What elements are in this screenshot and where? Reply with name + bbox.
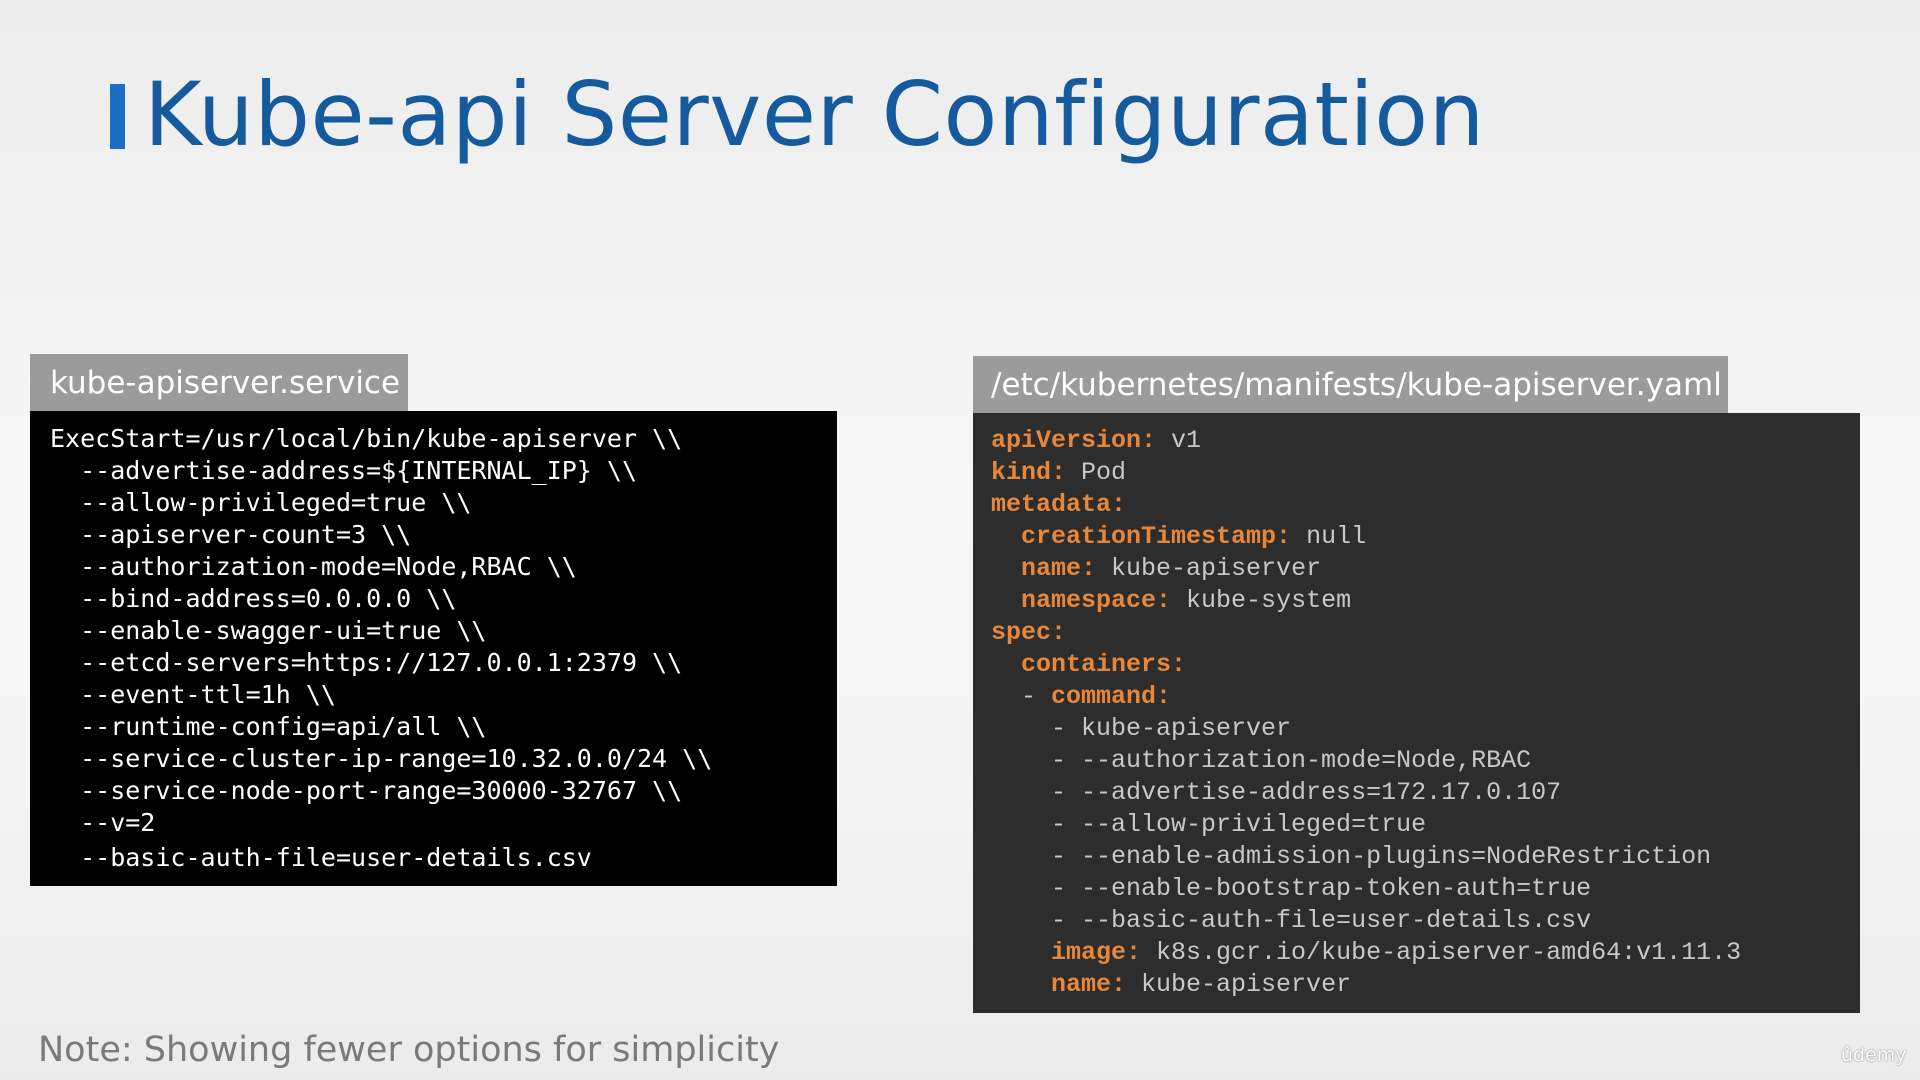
yaml-value: kube-apiserver xyxy=(1126,970,1352,999)
yaml-indent xyxy=(991,810,1051,839)
note-text: Note: Showing fewer options for simplici… xyxy=(38,1030,780,1070)
yaml-code-line: namespace: kube-system xyxy=(991,585,1860,617)
yaml-value: v1 xyxy=(1156,426,1202,455)
yaml-key: kind: xyxy=(991,458,1067,487)
yaml-code-line: apiVersion: v1 xyxy=(991,425,1860,457)
yaml-key: name: xyxy=(1021,554,1097,583)
code-block-service-file: ExecStart=/usr/local/bin/kube-apiserver … xyxy=(30,411,837,886)
service-code-line: --advertise-address=${INTERNAL_IP} \\ xyxy=(50,456,637,485)
yaml-code-line: - --basic-auth-file=user-details.csv xyxy=(991,905,1860,937)
yaml-key: creationTimestamp: xyxy=(1021,522,1292,551)
yaml-code-line: image: k8s.gcr.io/kube-apiserver-amd64:v… xyxy=(991,937,1860,969)
yaml-indent: - xyxy=(991,682,1052,711)
yaml-key: namespace: xyxy=(1021,586,1172,615)
service-code-line: --etcd-servers=https://127.0.0.1:2379 \\ xyxy=(50,648,683,677)
yaml-code-line: - --enable-admission-plugins=NodeRestric… xyxy=(991,841,1860,873)
yaml-key: name: xyxy=(1051,970,1127,999)
tab-kube-apiserver-service: kube-apiserver.service xyxy=(30,354,408,412)
yaml-value: - kube-apiserver xyxy=(1051,714,1292,743)
service-code-line: ExecStart=/usr/local/bin/kube-apiserver … xyxy=(50,424,683,453)
yaml-code-line: name: kube-apiserver xyxy=(991,969,1860,1001)
yaml-key: metadata: xyxy=(991,490,1127,519)
yaml-code-line: - --advertise-address=172.17.0.107 xyxy=(991,777,1860,809)
yaml-code-line: name: kube-apiserver xyxy=(991,553,1860,585)
service-code-line: --event-ttl=1h \\ xyxy=(50,680,336,709)
yaml-code-line: - --allow-privileged=true xyxy=(991,809,1860,841)
service-code-line: --bind-address=0.0.0.0 \\ xyxy=(50,584,457,613)
yaml-indent xyxy=(991,906,1051,935)
service-code-line: --v=2 xyxy=(50,808,156,837)
yaml-indent xyxy=(991,586,1021,615)
service-code-line: --service-node-port-range=30000-32767 \\ xyxy=(50,776,683,805)
udemy-watermark: ûdemy xyxy=(1841,1044,1907,1066)
yaml-value: k8s.gcr.io/kube-apiserver-amd64:v1.11.3 xyxy=(1141,938,1742,967)
yaml-code-line: - command: xyxy=(991,681,1860,713)
yaml-indent xyxy=(991,714,1051,743)
yaml-code-line: spec: xyxy=(991,617,1860,649)
service-code-line: --runtime-config=api/all \\ xyxy=(50,712,487,741)
yaml-indent xyxy=(991,522,1021,551)
yaml-key: containers: xyxy=(1021,650,1187,679)
yaml-code-line: containers: xyxy=(991,649,1860,681)
yaml-code-line: creationTimestamp: null xyxy=(991,521,1860,553)
yaml-value: - --enable-bootstrap-token-auth=true xyxy=(1051,874,1592,903)
yaml-indent xyxy=(991,746,1051,775)
yaml-code-line: metadata: xyxy=(991,489,1860,521)
yaml-indent xyxy=(991,842,1051,871)
yaml-code-line: kind: Pod xyxy=(991,457,1860,489)
yaml-key: command: xyxy=(1051,682,1172,711)
yaml-value: Pod xyxy=(1066,458,1127,487)
service-code-line: --apiserver-count=3 \\ xyxy=(50,520,412,549)
yaml-value: kube-system xyxy=(1171,586,1352,615)
service-code-line: --basic-auth-file=user-details.csv xyxy=(50,843,592,872)
yaml-code-line: - kube-apiserver xyxy=(991,713,1860,745)
yaml-value: - --advertise-address=172.17.0.107 xyxy=(1051,778,1562,807)
yaml-value: - --enable-admission-plugins=NodeRestric… xyxy=(1051,842,1712,871)
yaml-code-line: - --enable-bootstrap-token-auth=true xyxy=(991,873,1860,905)
yaml-key: apiVersion: xyxy=(991,426,1157,455)
yaml-value: - --authorization-mode=Node,RBAC xyxy=(1051,746,1532,775)
yaml-value: null xyxy=(1291,522,1367,551)
service-code-line: --authorization-mode=Node,RBAC \\ xyxy=(50,552,577,581)
yaml-key: image: xyxy=(1051,938,1142,967)
yaml-value: - --basic-auth-file=user-details.csv xyxy=(1051,906,1592,935)
service-code-line: --allow-privileged=true \\ xyxy=(50,488,472,517)
service-code-line: --service-cluster-ip-range=10.32.0.0/24 … xyxy=(50,744,713,773)
yaml-code-line: - --authorization-mode=Node,RBAC xyxy=(991,745,1860,777)
yaml-value: kube-apiserver xyxy=(1096,554,1322,583)
yaml-key: spec: xyxy=(991,618,1067,647)
yaml-value: - --allow-privileged=true xyxy=(1051,810,1427,839)
tab-kube-apiserver-yaml: /etc/kubernetes/manifests/kube-apiserver… xyxy=(973,356,1728,414)
yaml-indent xyxy=(991,938,1051,967)
yaml-indent xyxy=(991,778,1051,807)
yaml-indent xyxy=(991,874,1051,903)
yaml-indent xyxy=(991,554,1021,583)
page-title: Kube-api Server Configuration xyxy=(144,63,1485,166)
service-code-line: --enable-swagger-ui=true \\ xyxy=(50,616,487,645)
yaml-indent xyxy=(991,650,1021,679)
title-accent-bar xyxy=(110,84,125,149)
yaml-indent xyxy=(991,970,1051,999)
